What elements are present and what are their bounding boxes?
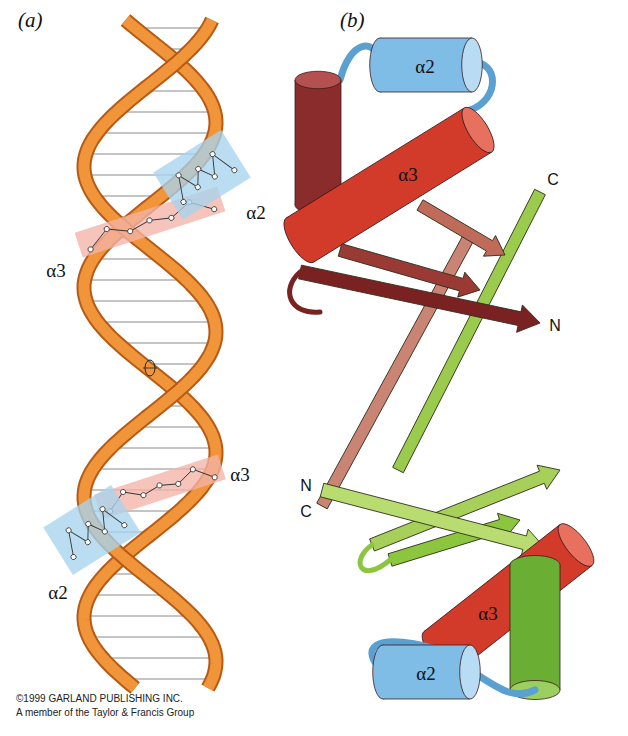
- helix-label: α2: [246, 203, 265, 222]
- helix-alpha3-edge: [286, 108, 464, 218]
- helix-alpha1-group: [510, 556, 560, 700]
- helix-alpha3-group: [278, 103, 500, 268]
- base-pair: [103, 658, 216, 659]
- panel-label: (b): [340, 10, 365, 31]
- helix-label: α2: [48, 583, 67, 602]
- helix-label: α2: [416, 664, 435, 683]
- backbone-trace: [60, 504, 124, 557]
- base-pair: [124, 679, 212, 680]
- residue: [194, 184, 201, 191]
- residue: [70, 553, 77, 560]
- residue: [156, 482, 163, 489]
- beta-strand-group: [393, 189, 546, 472]
- backbone-trace: [170, 149, 234, 202]
- beta-strand: [414, 195, 511, 266]
- helix-alpha2-cap: [460, 645, 481, 699]
- loop: [290, 272, 320, 312]
- alpha2-band-group: [153, 130, 251, 220]
- residue: [209, 151, 216, 158]
- helix-alpha1-edge: [295, 80, 296, 205]
- loop: [360, 545, 390, 571]
- terminus-label: C: [547, 172, 559, 188]
- base-pair: [97, 133, 215, 134]
- dna-strand: [84, 20, 216, 688]
- base-pair: [88, 637, 208, 638]
- helix-alpha2-group: [370, 38, 483, 92]
- base-pair: [117, 112, 215, 113]
- residue: [120, 489, 127, 496]
- base-pair: [110, 448, 215, 449]
- residue: [146, 217, 153, 224]
- terminus-label: N: [549, 318, 561, 334]
- residue: [195, 165, 202, 172]
- helix-alpha2: [383, 645, 470, 699]
- residue: [231, 167, 238, 174]
- helix-alpha2-edge: [383, 645, 470, 646]
- base-pair: [84, 616, 193, 617]
- helix-alpha1: [295, 80, 341, 205]
- residue: [168, 215, 175, 222]
- terminus-label: N: [300, 478, 312, 494]
- helix-label: α3: [46, 261, 65, 280]
- copyright-note: A member of the Taylor & Francis Group: [16, 708, 194, 718]
- helix-alpha2: [380, 38, 472, 92]
- helix-alpha1-edge: [510, 565, 511, 690]
- helix-label: α3: [398, 165, 417, 184]
- residue: [101, 528, 108, 535]
- residue: [87, 246, 94, 253]
- residue: [99, 506, 106, 513]
- base-pair: [86, 301, 205, 302]
- helix-alpha3-cap: [456, 103, 500, 158]
- helix-alpha2-group: [373, 645, 481, 699]
- residue: [175, 172, 182, 179]
- residue: [84, 539, 91, 546]
- residue: [180, 198, 187, 205]
- residue: [211, 206, 218, 213]
- base-pair: [98, 322, 215, 323]
- dna-strand-edge: [84, 20, 216, 688]
- residue: [65, 527, 72, 534]
- base-pair: [118, 343, 215, 344]
- alpha2-band: [43, 485, 141, 575]
- helix-alpha2-edge: [380, 38, 472, 39]
- helix-alpha1: [510, 565, 560, 690]
- residue: [140, 492, 147, 499]
- beta-strand-group: [297, 258, 543, 336]
- residue: [103, 226, 110, 233]
- helix-label: α3: [230, 465, 249, 484]
- copyright-note: ©1999 GARLAND PUBLISHING INC.: [16, 694, 183, 704]
- alpha2-band: [153, 130, 251, 220]
- panel-label: (a): [18, 10, 43, 31]
- beta-strand: [297, 258, 543, 336]
- base-pair: [85, 280, 187, 281]
- residue: [121, 522, 128, 529]
- residue: [211, 173, 218, 180]
- residue: [211, 474, 218, 481]
- helix-label: α3: [478, 604, 497, 623]
- helix-alpha3: [286, 108, 491, 262]
- helix-label: α2: [415, 57, 434, 76]
- dna-strand-edge: [84, 20, 216, 688]
- alpha2-band-group: [43, 485, 141, 575]
- beta-strand: [393, 189, 546, 472]
- residue: [175, 481, 182, 488]
- helix-alpha2-cap: [462, 38, 483, 92]
- dna-strand: [84, 20, 216, 688]
- beta-strand-group: [318, 476, 548, 561]
- helix-alpha1-edge: [560, 565, 561, 690]
- helix-alpha3-edge: [314, 152, 492, 262]
- residue: [85, 520, 92, 527]
- residue: [127, 228, 134, 235]
- helix-alpha1-cap: [295, 71, 341, 88]
- helix-alpha2-edge: [380, 92, 472, 93]
- beta-strand-group: [414, 195, 511, 266]
- terminus-label: C: [300, 504, 312, 520]
- dyad-axis: [143, 368, 157, 369]
- beta-strand: [318, 476, 548, 561]
- helix-alpha2-edge: [383, 699, 470, 700]
- residue: [190, 466, 197, 473]
